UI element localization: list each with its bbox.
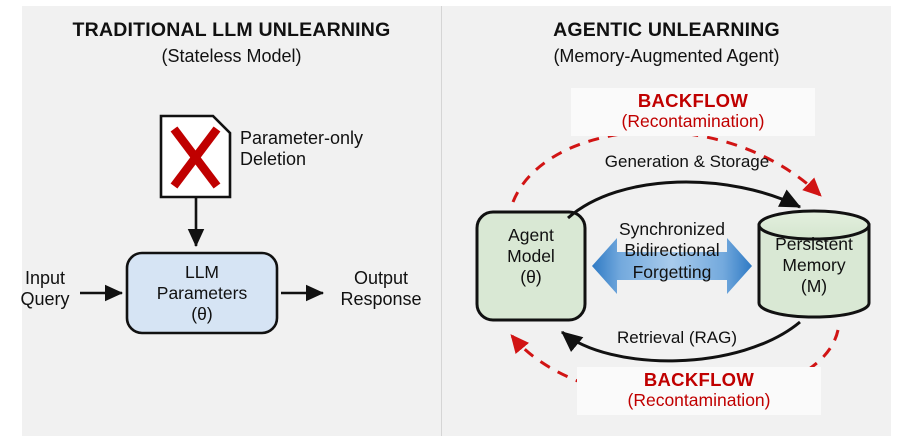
backflow-bottom-subtitle: (Recontamination) [627,389,771,410]
right-panel-subtitle: (Memory-Augmented Agent) [553,46,780,67]
deletion-label-line1: Parameter-only [240,128,364,148]
persistent-memory-node [757,209,871,319]
input-query-line2: Query [20,288,70,309]
generation-storage-label: Generation & Storage [604,152,770,171]
panel-divider [441,6,442,436]
input-query-line1: Input [24,268,66,288]
left-panel [22,6,441,436]
backflow-top-subtitle: (Recontamination) [621,110,765,131]
right-panel-title: AGENTIC UNLEARNING [553,19,780,41]
backflow-bottom-title: BACKFLOW [643,369,755,390]
output-response-line2: Response [340,288,422,309]
backflow-top-label: BACKFLOW (Recontamination) [571,88,815,137]
deletion-label: Parameter-only Deletion [240,128,363,170]
left-panel-subtitle: (Stateless Model) [161,46,302,67]
left-panel-title: TRADITIONAL LLM UNLEARNING [72,19,391,41]
backflow-top-title: BACKFLOW [637,90,749,111]
agent-model-node [475,210,587,322]
retrieval-rag-label: Retrieval (RAG) [617,328,737,347]
generation-storage-arrow [567,180,802,220]
backflow-bottom-label: BACKFLOW (Recontamination) [577,367,821,416]
llm-parameters-node [125,251,279,335]
output-response-label: Output Response [328,268,434,310]
red-x-document-icon [159,114,232,199]
retrieval-rag-arrow [561,320,801,363]
left-panel-heading: TRADITIONAL LLM UNLEARNING (Stateless Mo… [22,19,441,68]
input-query-label: Input Query [14,268,76,310]
bidirectional-forgetting-arrow [592,238,752,294]
output-response-line1: Output [353,268,409,288]
right-panel-heading: AGENTIC UNLEARNING (Memory-Augmented Age… [442,19,891,68]
deletion-label-line2: Deletion [240,148,307,169]
